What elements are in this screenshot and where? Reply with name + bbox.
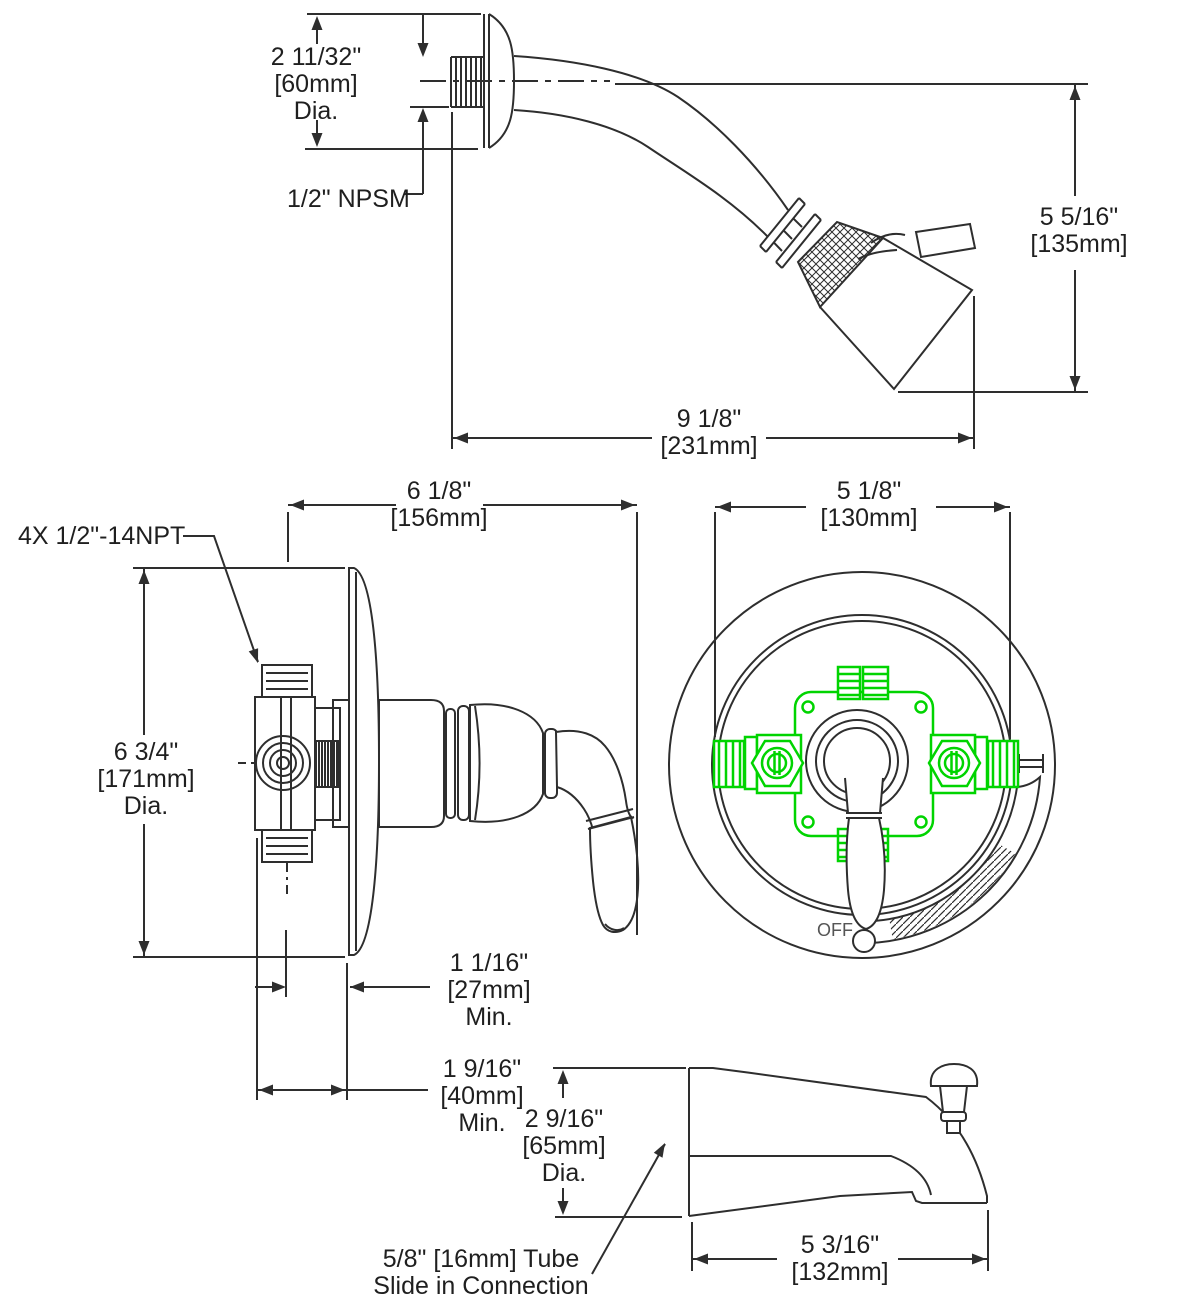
handle-dome-cap — [469, 703, 544, 823]
trim-ring-2 — [457, 705, 470, 821]
diverter-knob — [929, 1062, 979, 1134]
dim-label-escutcheon-dia: 6 3/4" [171mm] Dia. — [97, 738, 195, 820]
dimension-arrowheads — [138, 16, 1081, 1265]
valve-top-port — [261, 664, 313, 698]
dim-label-shower-arm-flange-dia: 2 11/32" [60mm] Dia. — [270, 43, 362, 125]
tub-spout-view — [688, 1062, 988, 1217]
lever-tip-ball — [852, 929, 876, 953]
top-port-threads — [836, 665, 890, 701]
left-port — [712, 733, 805, 795]
right-port-threads — [986, 739, 1020, 789]
handle-front — [805, 709, 909, 953]
dim-label-wall-clearance-min: 1 1/16" [27mm] Min. — [447, 949, 531, 1031]
dim-label-valve-ports-thread: 4X 1/2"-14NPT — [18, 522, 186, 550]
valve-knurled-bonnet — [315, 740, 340, 788]
note-label-spout-connection: 5/8" [16mm] Tube Slide in Connection — [373, 1245, 589, 1300]
dim-label-valve-front-width: 5 1/8" [130mm] — [820, 477, 918, 532]
dim-label-shower-arm-reach: 9 1/8" [231mm] — [660, 405, 758, 460]
valve-center-boss — [255, 735, 311, 791]
valve-bottom-port — [261, 829, 313, 863]
dim-label-body-depth-min: 1 9/16" [40mm] Min. — [440, 1055, 524, 1137]
escutcheon-side — [348, 567, 381, 956]
trim-sleeve — [378, 699, 445, 828]
shower-head-lever — [857, 222, 977, 260]
dim-label-shower-arm-thread: 1/2" NPSM — [287, 185, 410, 213]
valve-stem-lines — [280, 697, 292, 830]
dim-label-shower-head-drop: 5 5/16" [135mm] — [1030, 203, 1128, 258]
lever-handle-side — [554, 729, 640, 934]
shower-arm-nut — [759, 197, 822, 269]
valve-side-view — [238, 567, 640, 956]
right-hex-nut — [927, 739, 982, 788]
dimension-lines — [133, 13, 1088, 1275]
shower-head-cone — [819, 237, 974, 391]
crescent-slot-shading — [889, 843, 1016, 940]
trim-ring-1 — [445, 708, 456, 819]
left-port-threads — [712, 739, 746, 789]
dim-label-valve-overall-depth: 6 1/8" [156mm] — [390, 477, 488, 532]
right-port — [927, 733, 1020, 795]
valve-front-view — [668, 571, 1056, 959]
shower-head-view — [420, 13, 977, 391]
dim-label-spout-inlet-dia: 2 9/16" [65mm] Dia. — [522, 1105, 606, 1187]
tub-spout-body — [688, 1067, 988, 1217]
bracket-screw-holes — [801, 700, 928, 829]
shower-arm — [513, 55, 789, 238]
lever-grip-front — [845, 817, 886, 931]
dim-label-spout-length: 5 3/16" [132mm] — [791, 1231, 889, 1286]
handle-off-position-label: OFF — [817, 920, 853, 940]
left-hex-nut — [750, 739, 805, 788]
shower-head-knurl-band — [796, 220, 885, 309]
